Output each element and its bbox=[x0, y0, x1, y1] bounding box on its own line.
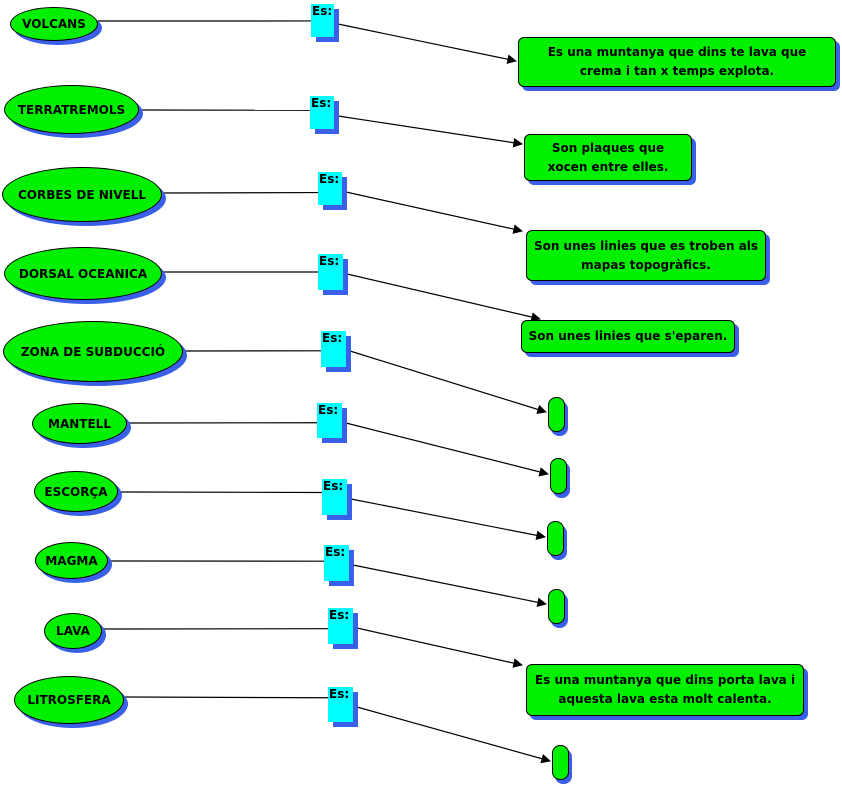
answer-box[interactable]: Son unes linies que s'eparen. bbox=[521, 320, 735, 353]
concept-node-dorsal-oceanica[interactable]: DORSAL OCEANICA bbox=[4, 247, 162, 300]
answer-box[interactable]: Es una muntanya que dins porta lava i aq… bbox=[526, 664, 804, 716]
connector-line bbox=[117, 491, 323, 494]
es-label: Es: bbox=[318, 403, 339, 417]
concept-label: LAVA bbox=[56, 624, 90, 638]
empty-answer-box[interactable] bbox=[548, 589, 565, 624]
es-link-box[interactable]: Es: bbox=[317, 403, 342, 438]
arrow-line bbox=[349, 350, 547, 415]
arrow-line bbox=[346, 273, 541, 322]
concept-node-zona-de-subduccio[interactable]: ZONA DE SUBDUCCIÓ bbox=[3, 321, 183, 382]
es-link-box[interactable]: Es: bbox=[324, 545, 349, 581]
es-link-box[interactable]: Es: bbox=[318, 172, 342, 205]
arrow-line bbox=[352, 564, 547, 607]
concept-node-mantell[interactable]: MANTELL bbox=[32, 403, 127, 444]
es-label: Es: bbox=[325, 545, 346, 559]
concept-label: VOLCANS bbox=[22, 17, 86, 31]
answer-text: Es una muntanya que dins porta lava i aq… bbox=[534, 673, 796, 706]
concept-label: CORBES DE NIVELL bbox=[17, 187, 147, 202]
answer-text: Son plaques que xocen entre elles. bbox=[547, 140, 669, 174]
es-link-box[interactable]: Es: bbox=[321, 331, 346, 367]
es-label: Es: bbox=[323, 479, 344, 493]
es-label: Es: bbox=[319, 172, 340, 186]
es-label: Es: bbox=[322, 331, 343, 345]
concept-label: MANTELL bbox=[48, 416, 111, 431]
concept-label: DORSAL OCEANICA bbox=[18, 266, 148, 281]
concept-label: ZONA DE SUBDUCCIÓ bbox=[20, 344, 166, 359]
arrow-line bbox=[337, 115, 523, 148]
es-link-box[interactable]: Es: bbox=[311, 4, 334, 37]
arrow-line bbox=[345, 422, 549, 477]
answer-box[interactable]: Son unes linies que es troben als mapas … bbox=[526, 230, 766, 281]
concept-node-volcans[interactable]: VOLCANS bbox=[10, 7, 98, 41]
answer-text: Son unes linies que es troben als mapas … bbox=[533, 238, 759, 272]
answer-box[interactable]: Es una muntanya que dins te lava que cre… bbox=[518, 37, 836, 87]
es-link-box[interactable]: Es: bbox=[322, 479, 347, 515]
es-link-box[interactable]: Es: bbox=[318, 254, 343, 290]
arrow-line bbox=[337, 23, 517, 64]
arrow-line bbox=[356, 706, 551, 764]
concept-node-magma[interactable]: MAGMA bbox=[35, 542, 108, 579]
es-label: Es: bbox=[329, 687, 350, 701]
es-label: Es: bbox=[311, 96, 332, 110]
connector-line bbox=[123, 696, 329, 699]
concept-node-terratremols[interactable]: TERRATREMOLS bbox=[4, 85, 139, 134]
es-label: Es: bbox=[329, 608, 350, 622]
concept-label: MAGMA bbox=[45, 553, 98, 568]
answer-box[interactable]: Son plaques que xocen entre elles. bbox=[524, 134, 692, 181]
concept-label: LITROSFERA bbox=[27, 693, 111, 707]
es-link-box[interactable]: Es: bbox=[310, 96, 334, 129]
arrow-line bbox=[345, 191, 523, 234]
es-label: Es: bbox=[312, 4, 333, 18]
concept-node-corbes-de-nivell[interactable]: CORBES DE NIVELL bbox=[2, 167, 162, 222]
arrow-line bbox=[356, 627, 523, 668]
concept-label: ESCORÇA bbox=[44, 484, 108, 499]
es-label: Es: bbox=[319, 254, 340, 268]
es-link-box[interactable]: Es: bbox=[328, 608, 353, 644]
concept-label: TERRATREMOLS bbox=[17, 102, 126, 117]
empty-answer-box[interactable] bbox=[547, 521, 564, 556]
arrow-line bbox=[350, 498, 546, 541]
concept-node-escorca[interactable]: ESCORÇA bbox=[34, 471, 118, 512]
answer-text: Es una muntanya que dins te lava que cre… bbox=[547, 45, 807, 78]
concept-node-litrosfera[interactable]: LITROSFERA bbox=[14, 676, 124, 724]
empty-answer-box[interactable] bbox=[548, 397, 565, 432]
empty-answer-box[interactable] bbox=[550, 458, 567, 494]
concept-node-lava[interactable]: LAVA bbox=[44, 613, 102, 649]
es-link-box[interactable]: Es: bbox=[328, 687, 353, 722]
answer-text: Son unes linies que s'eparen. bbox=[528, 329, 728, 343]
empty-answer-box[interactable] bbox=[552, 745, 569, 780]
